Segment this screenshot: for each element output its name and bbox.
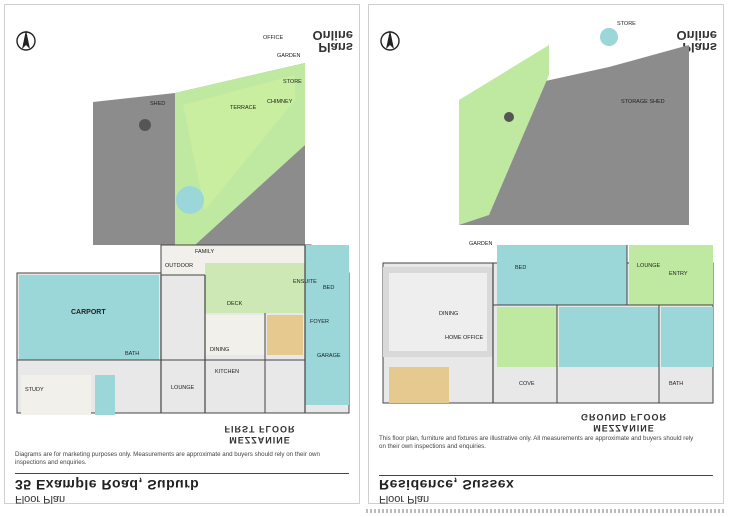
floor-plan-drawing: OFFICE GARDEN CHIMNEY SHED TERRACE STORE…	[16, 35, 350, 415]
label-kitchen: KITCHEN	[215, 369, 239, 375]
label-shed: STORAGE SHED	[621, 99, 665, 105]
disclaimer-text: Diagrams are for marketing purposes only…	[15, 451, 320, 466]
label-store: STORE	[283, 79, 302, 85]
address-title: Residence, Sussex	[379, 477, 515, 493]
floor-caption: MEZZANINE GROUND FLOOR	[581, 412, 667, 433]
dotted-divider	[366, 509, 726, 513]
floor-plan-sheet-right: Plans Online ENTRY STORE STORAGE SHED BE…	[368, 4, 724, 505]
label-study: STUDY	[25, 387, 44, 393]
label-carport: CARPORT	[71, 309, 106, 316]
label-entry: ENTRY	[669, 271, 688, 277]
floor-caption: MEZZANINE FIRST FLOOR	[224, 424, 296, 445]
address-subtitle: Floor Plan	[379, 493, 430, 505]
label-shed: SHED	[150, 101, 165, 107]
label-deck: DECK	[227, 301, 243, 307]
label-outdoor: OUTDOOR	[165, 263, 193, 269]
label-foyer: FOYER	[310, 319, 329, 325]
label-dining: DINING	[210, 347, 229, 353]
label-garden: GARDEN	[469, 241, 493, 247]
label-lounge: LOUNGE	[171, 385, 195, 391]
label-office: OFFICE	[263, 35, 283, 41]
label-store: STORE	[617, 21, 636, 27]
floor-plan-sheet-left: Plans Online OFFICE GARDEN CHIMNEY SHED …	[4, 4, 360, 505]
label-family: FAMILY	[195, 249, 214, 255]
label-garden: GARDEN	[277, 53, 301, 59]
divider	[379, 475, 713, 476]
address-title: 35 Example Road, Suburb	[15, 477, 200, 493]
label-terrace: TERRACE	[230, 105, 257, 111]
label-bath: BATH	[125, 351, 139, 357]
label-garage: GARAGE	[317, 353, 341, 359]
label-bed: BED	[323, 285, 334, 291]
divider	[15, 473, 349, 474]
disclaimer-text: This floor plan, furniture and fixtures …	[379, 435, 694, 450]
label-dining: DINING	[439, 311, 458, 317]
label-bath: BATH	[669, 381, 683, 387]
label-ensuite: ENSUITE	[293, 279, 317, 285]
label-office: HOME OFFICE	[445, 335, 484, 341]
label-chimney: CHIMNEY	[267, 99, 293, 105]
north-compass-icon	[16, 30, 36, 51]
north-compass-icon	[380, 30, 400, 51]
label-bed: BED	[515, 265, 526, 271]
floor-plan-drawing: ENTRY STORE STORAGE SHED BED LOUNGE DINI…	[382, 21, 714, 404]
address-subtitle: Floor Plan	[15, 493, 66, 505]
label-lounge: LOUNGE	[637, 263, 661, 269]
label-cove: COVE	[519, 381, 535, 387]
